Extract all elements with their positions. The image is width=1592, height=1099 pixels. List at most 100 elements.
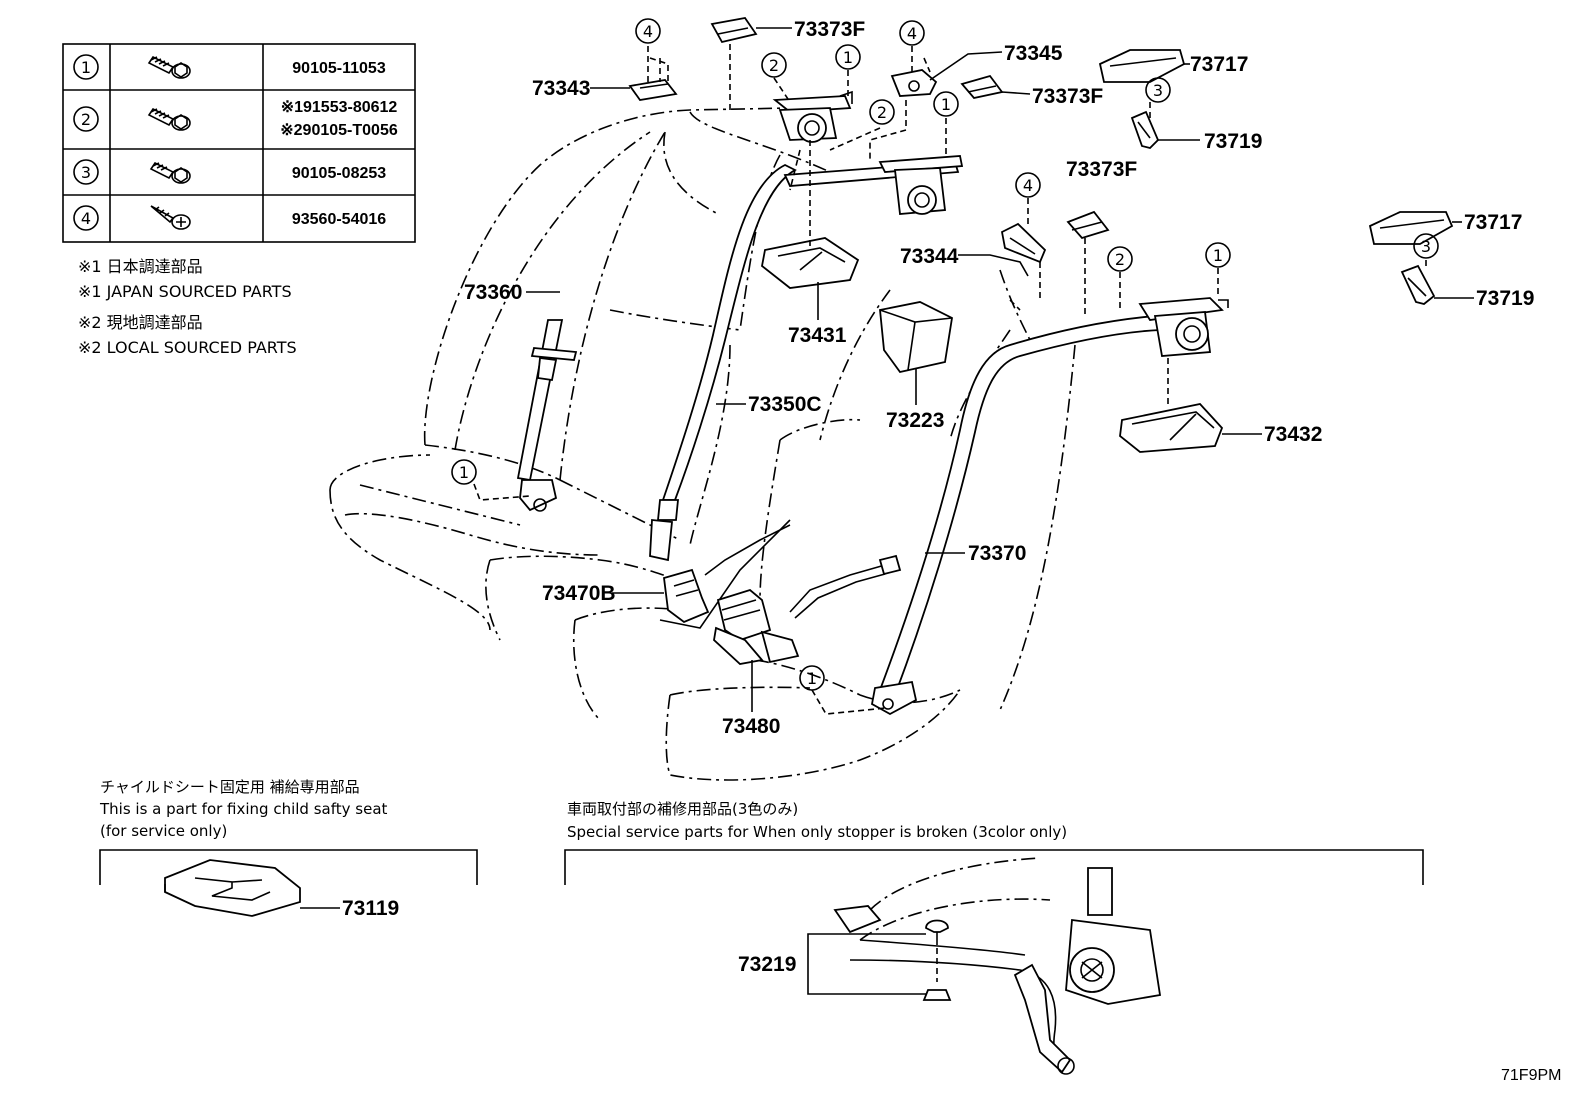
callout-number: 1 bbox=[843, 48, 853, 67]
fastener-part-number: ※290105-T0056 bbox=[280, 122, 398, 139]
section-title-jp: チャイルドシート固定用 補給専用部品 bbox=[100, 778, 360, 796]
part-label-73344: 73344 bbox=[900, 245, 959, 268]
fastener-ref: 3 bbox=[81, 163, 91, 182]
callout-number: 1 bbox=[941, 95, 951, 114]
callout-circle: 3 bbox=[1413, 233, 1439, 259]
callout-circle bbox=[73, 54, 99, 80]
fastener-table: 1 90105-11053 2 ※191553-80612 ※290105-T0… bbox=[62, 43, 416, 243]
child-seat-section: チャイルドシート固定用 補給専用部品 This is a part for fi… bbox=[99, 778, 478, 920]
section-title-en: Special service parts for When only stop… bbox=[567, 823, 1067, 841]
callout-number: 1 bbox=[807, 669, 817, 688]
part-73343-clip bbox=[628, 79, 678, 101]
tapping-screw-icon bbox=[150, 205, 191, 230]
callout-circle bbox=[73, 106, 99, 132]
part-73223-cover bbox=[879, 301, 953, 374]
callout-circle: 1 bbox=[1205, 242, 1231, 268]
fastener-row: 3 90105-08253 bbox=[73, 159, 386, 185]
note-line: ※2 LOCAL SOURCED PARTS bbox=[78, 338, 297, 357]
callouts: 4 2 1 4 2 1 3 4 bbox=[451, 18, 1439, 691]
belt-73370 bbox=[870, 297, 1229, 716]
part-label-73373f: 73373F bbox=[1066, 158, 1137, 181]
leader-dashes bbox=[473, 44, 1427, 715]
section-title-en: This is a part for fixing child safty se… bbox=[99, 800, 388, 818]
source-notes: ※1 日本調達部品 ※1 JAPAN SOURCED PARTS ※2 現地調達… bbox=[78, 257, 297, 357]
part-labels: 73373F 73343 73345 73373F 73717 73719 73… bbox=[464, 18, 1534, 738]
buckle-73480 bbox=[713, 554, 902, 665]
callout-circle: 1 bbox=[933, 91, 959, 117]
part-label-73717: 73717 bbox=[1464, 211, 1522, 234]
retractor-upper-left bbox=[772, 90, 853, 143]
stopper-clips bbox=[922, 919, 952, 1001]
fastener-row: 4 93560-54016 bbox=[73, 205, 386, 231]
part-label-73370: 73370 bbox=[968, 542, 1026, 565]
callout-number: 4 bbox=[1023, 176, 1033, 195]
callout-circle: 2 bbox=[869, 99, 895, 125]
fastener-part-number: 90105-11053 bbox=[292, 60, 386, 77]
fastener-part-number: 90105-08253 bbox=[292, 165, 386, 182]
part-73344-bracket bbox=[1000, 222, 1047, 264]
part-73373f-cover-mid bbox=[960, 74, 1004, 99]
part-73345-guide bbox=[890, 69, 938, 97]
callout-circle: 2 bbox=[1107, 246, 1133, 272]
part-label-73373f: 73373F bbox=[1032, 85, 1103, 108]
part-label-73480: 73480 bbox=[722, 715, 780, 738]
callout-number: 2 bbox=[769, 56, 779, 75]
fastener-row: 1 90105-11053 bbox=[73, 54, 386, 80]
part-73431-cover bbox=[761, 237, 860, 289]
note-line: ※1 日本調達部品 bbox=[78, 257, 203, 276]
callout-number: 1 bbox=[1213, 246, 1223, 265]
part-73432-cover bbox=[1119, 403, 1224, 453]
belt-73360 bbox=[516, 319, 578, 512]
callout-number: 3 bbox=[1153, 81, 1163, 100]
part-label-73719: 73719 bbox=[1204, 130, 1262, 153]
callout-circle: 1 bbox=[799, 665, 825, 691]
part-73717-cover-a bbox=[1098, 49, 1186, 83]
callout-number: 1 bbox=[459, 463, 469, 482]
part-label-73373f: 73373F bbox=[794, 18, 865, 41]
part-label-73360: 73360 bbox=[464, 281, 522, 304]
flange-bolt-icon bbox=[147, 107, 191, 131]
part-label-73470b: 73470B bbox=[542, 582, 616, 605]
callout-circle bbox=[73, 205, 99, 231]
callout-circle: 4 bbox=[899, 20, 925, 46]
part-label-73431: 73431 bbox=[788, 324, 847, 347]
section-title-jp: 車両取付部の補修用部品(3色のみ) bbox=[567, 800, 798, 818]
callout-circle: 1 bbox=[835, 44, 861, 70]
part-label-73719: 73719 bbox=[1476, 287, 1534, 310]
callout-number: 4 bbox=[907, 24, 917, 43]
fastener-row: 2 ※191553-80612 ※290105-T0056 bbox=[73, 99, 398, 139]
part-label-73219: 73219 bbox=[738, 953, 796, 976]
rear-seat-outline bbox=[329, 107, 1076, 781]
callout-number: 2 bbox=[877, 103, 887, 122]
callout-circle bbox=[73, 159, 99, 185]
part-label-73717: 73717 bbox=[1190, 53, 1248, 76]
stopper-section: 車両取付部の補修用部品(3色のみ) Special service parts … bbox=[564, 800, 1424, 1075]
callout-number: 4 bbox=[643, 22, 653, 41]
diagram-code: 71F9PM bbox=[1501, 1067, 1561, 1084]
callout-circle: 1 bbox=[451, 459, 477, 485]
callout-circle: 4 bbox=[1015, 172, 1041, 198]
part-73719-bracket-b bbox=[1400, 264, 1436, 305]
callout-number: 2 bbox=[1115, 250, 1125, 269]
stopper-belt-detail bbox=[833, 857, 1162, 1075]
section-subtitle-en: (for service only) bbox=[100, 822, 227, 840]
part-73373f-cover-top bbox=[710, 17, 758, 44]
note-line: ※1 JAPAN SOURCED PARTS bbox=[78, 282, 292, 301]
callout-number: 3 bbox=[1421, 237, 1431, 256]
part-73717-cover-b bbox=[1368, 211, 1454, 245]
fastener-part-number: 93560-54016 bbox=[292, 211, 386, 228]
fastener-ref: 1 bbox=[81, 58, 91, 77]
fastener-ref: 4 bbox=[81, 209, 91, 228]
retractor-centre bbox=[878, 155, 964, 215]
callout-circle: 4 bbox=[635, 18, 661, 44]
flange-bolt-icon bbox=[147, 55, 191, 79]
part-label-73432: 73432 bbox=[1264, 423, 1322, 446]
part-label-73343: 73343 bbox=[532, 77, 590, 100]
leader-lines bbox=[526, 27, 1474, 712]
callout-circle: 2 bbox=[761, 52, 787, 78]
part-label-73345: 73345 bbox=[1004, 42, 1063, 65]
part-73719-bracket-a bbox=[1130, 110, 1160, 149]
part-label-73223: 73223 bbox=[886, 409, 944, 432]
part-label-73119: 73119 bbox=[342, 897, 399, 920]
